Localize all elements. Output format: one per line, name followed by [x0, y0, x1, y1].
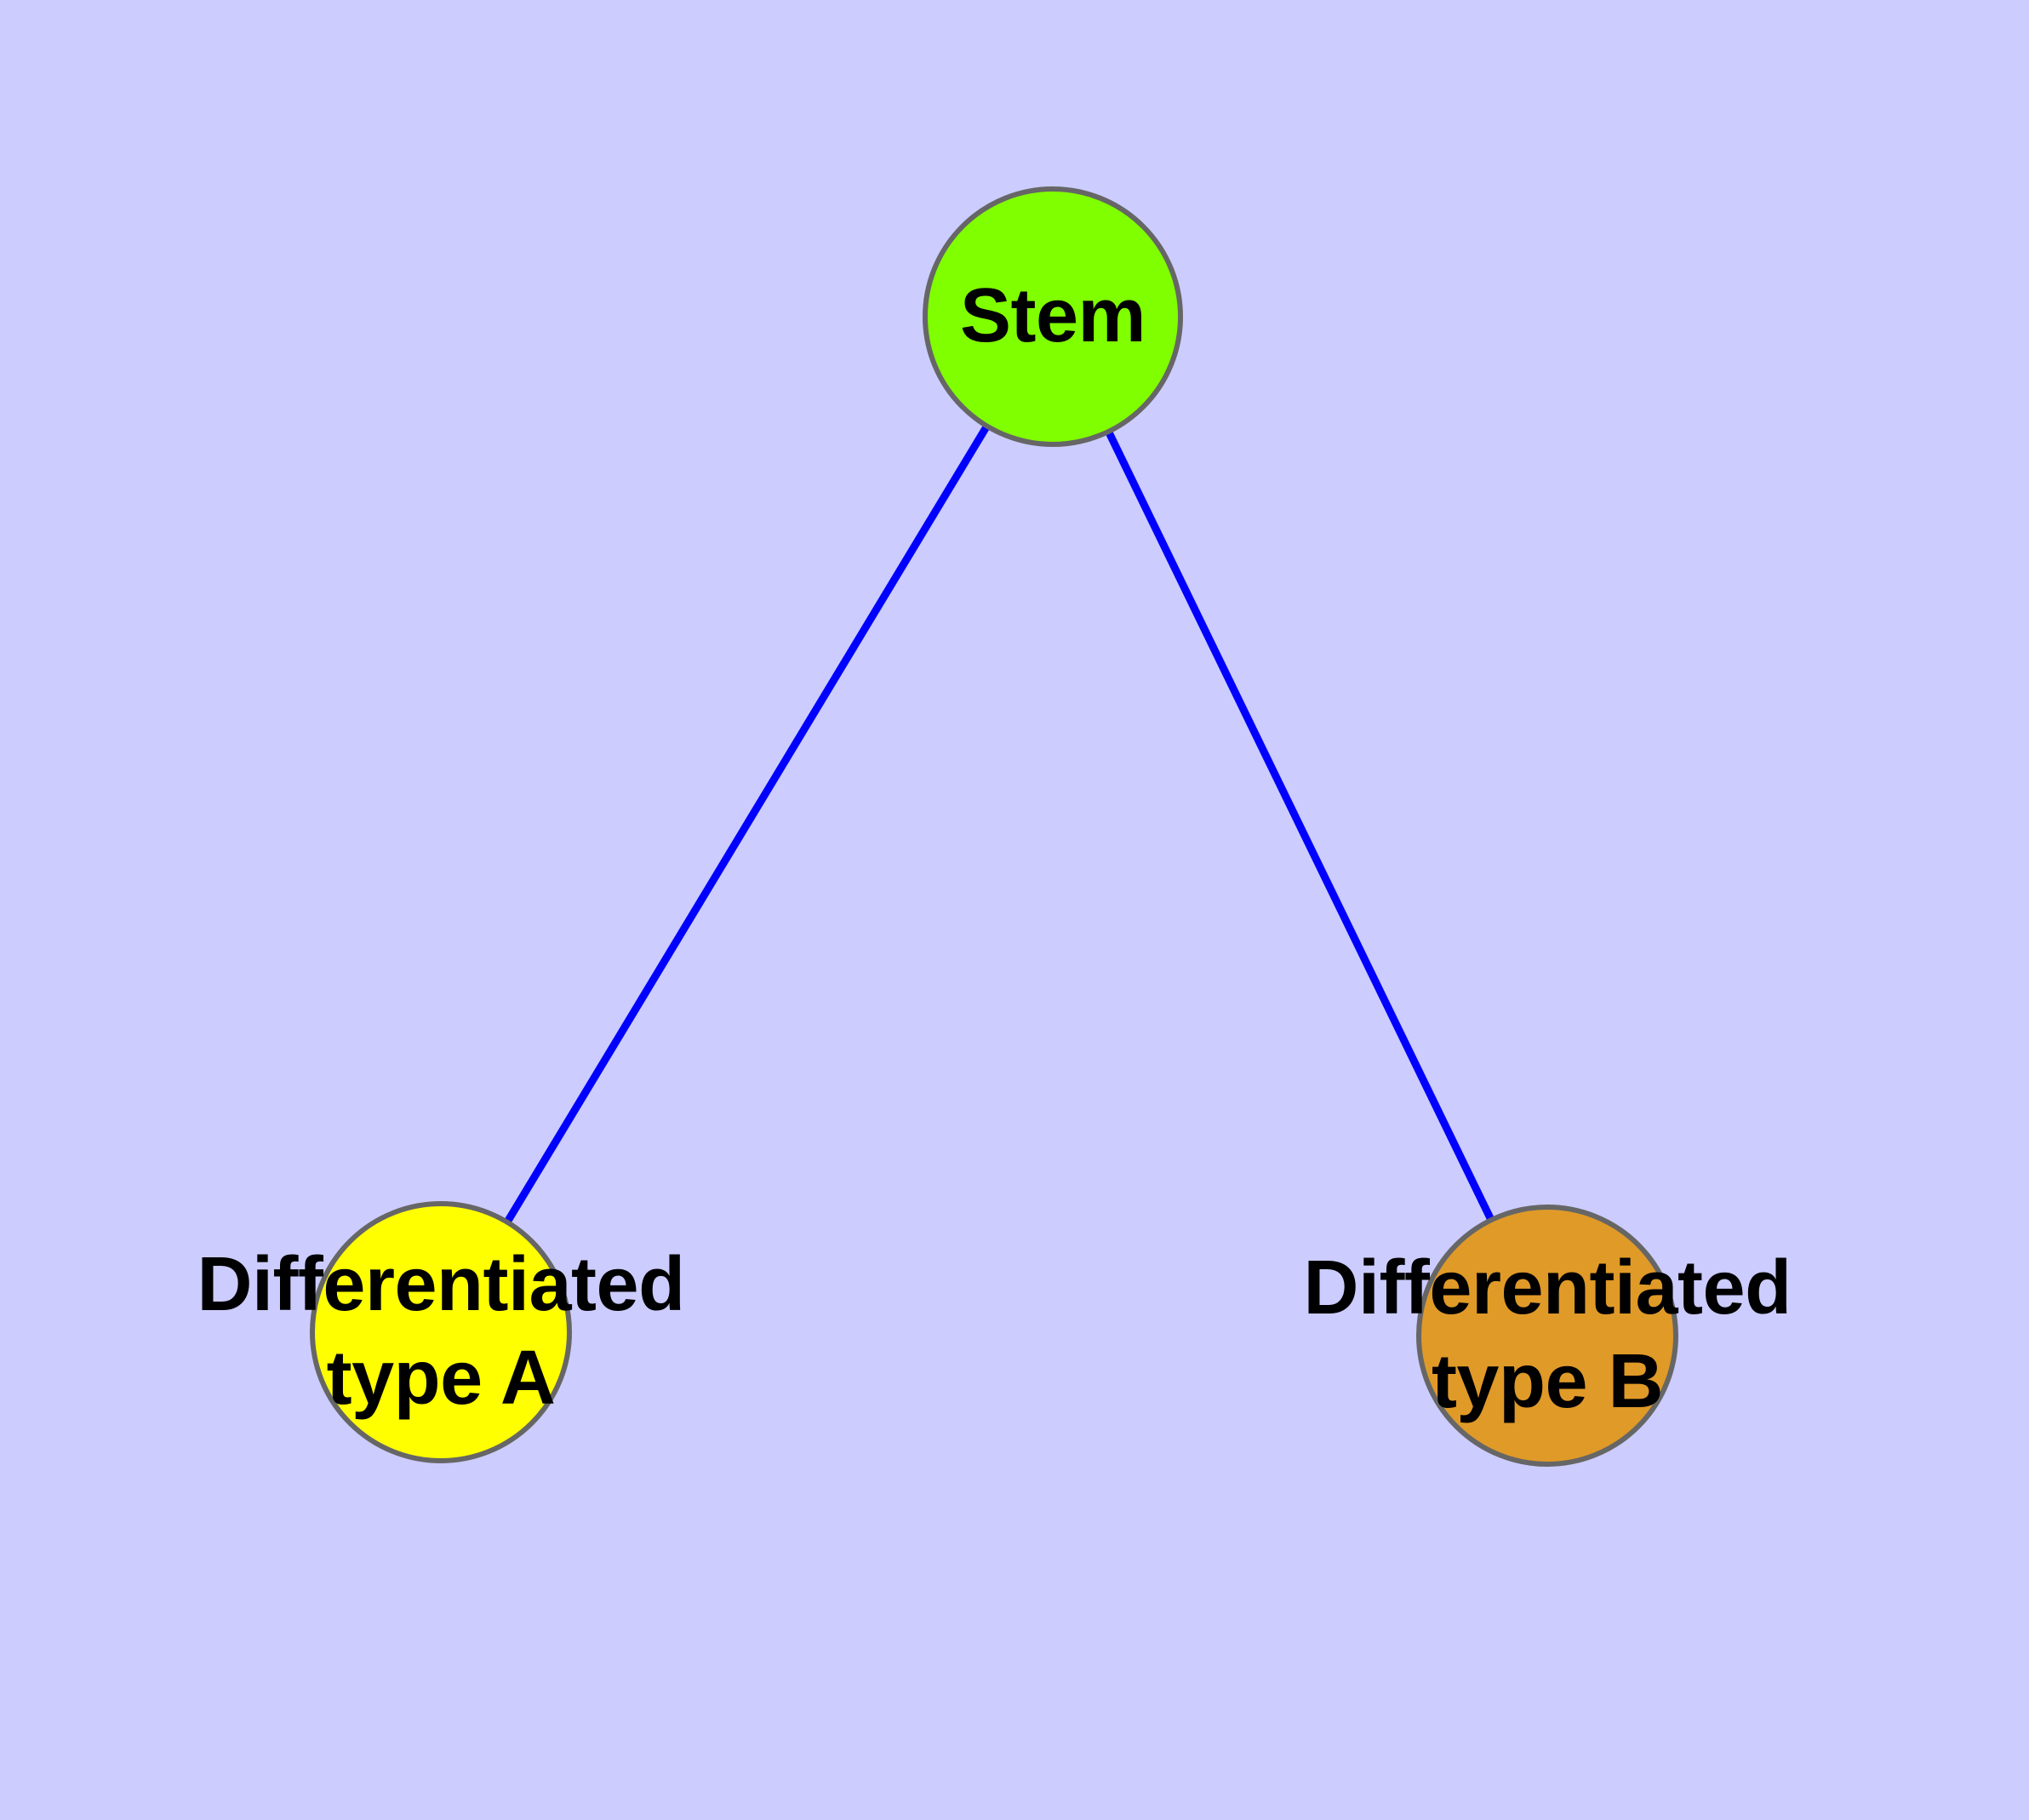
edges-layer [502, 421, 1496, 1228]
nodes-layer [310, 186, 1678, 1467]
graph-node-stem[interactable] [923, 186, 1183, 447]
graph-node-diff_a[interactable] [310, 1201, 572, 1463]
graph-edge [1103, 426, 1496, 1225]
graph-node-diff_b[interactable] [1416, 1205, 1678, 1467]
graph-edge [502, 421, 992, 1228]
